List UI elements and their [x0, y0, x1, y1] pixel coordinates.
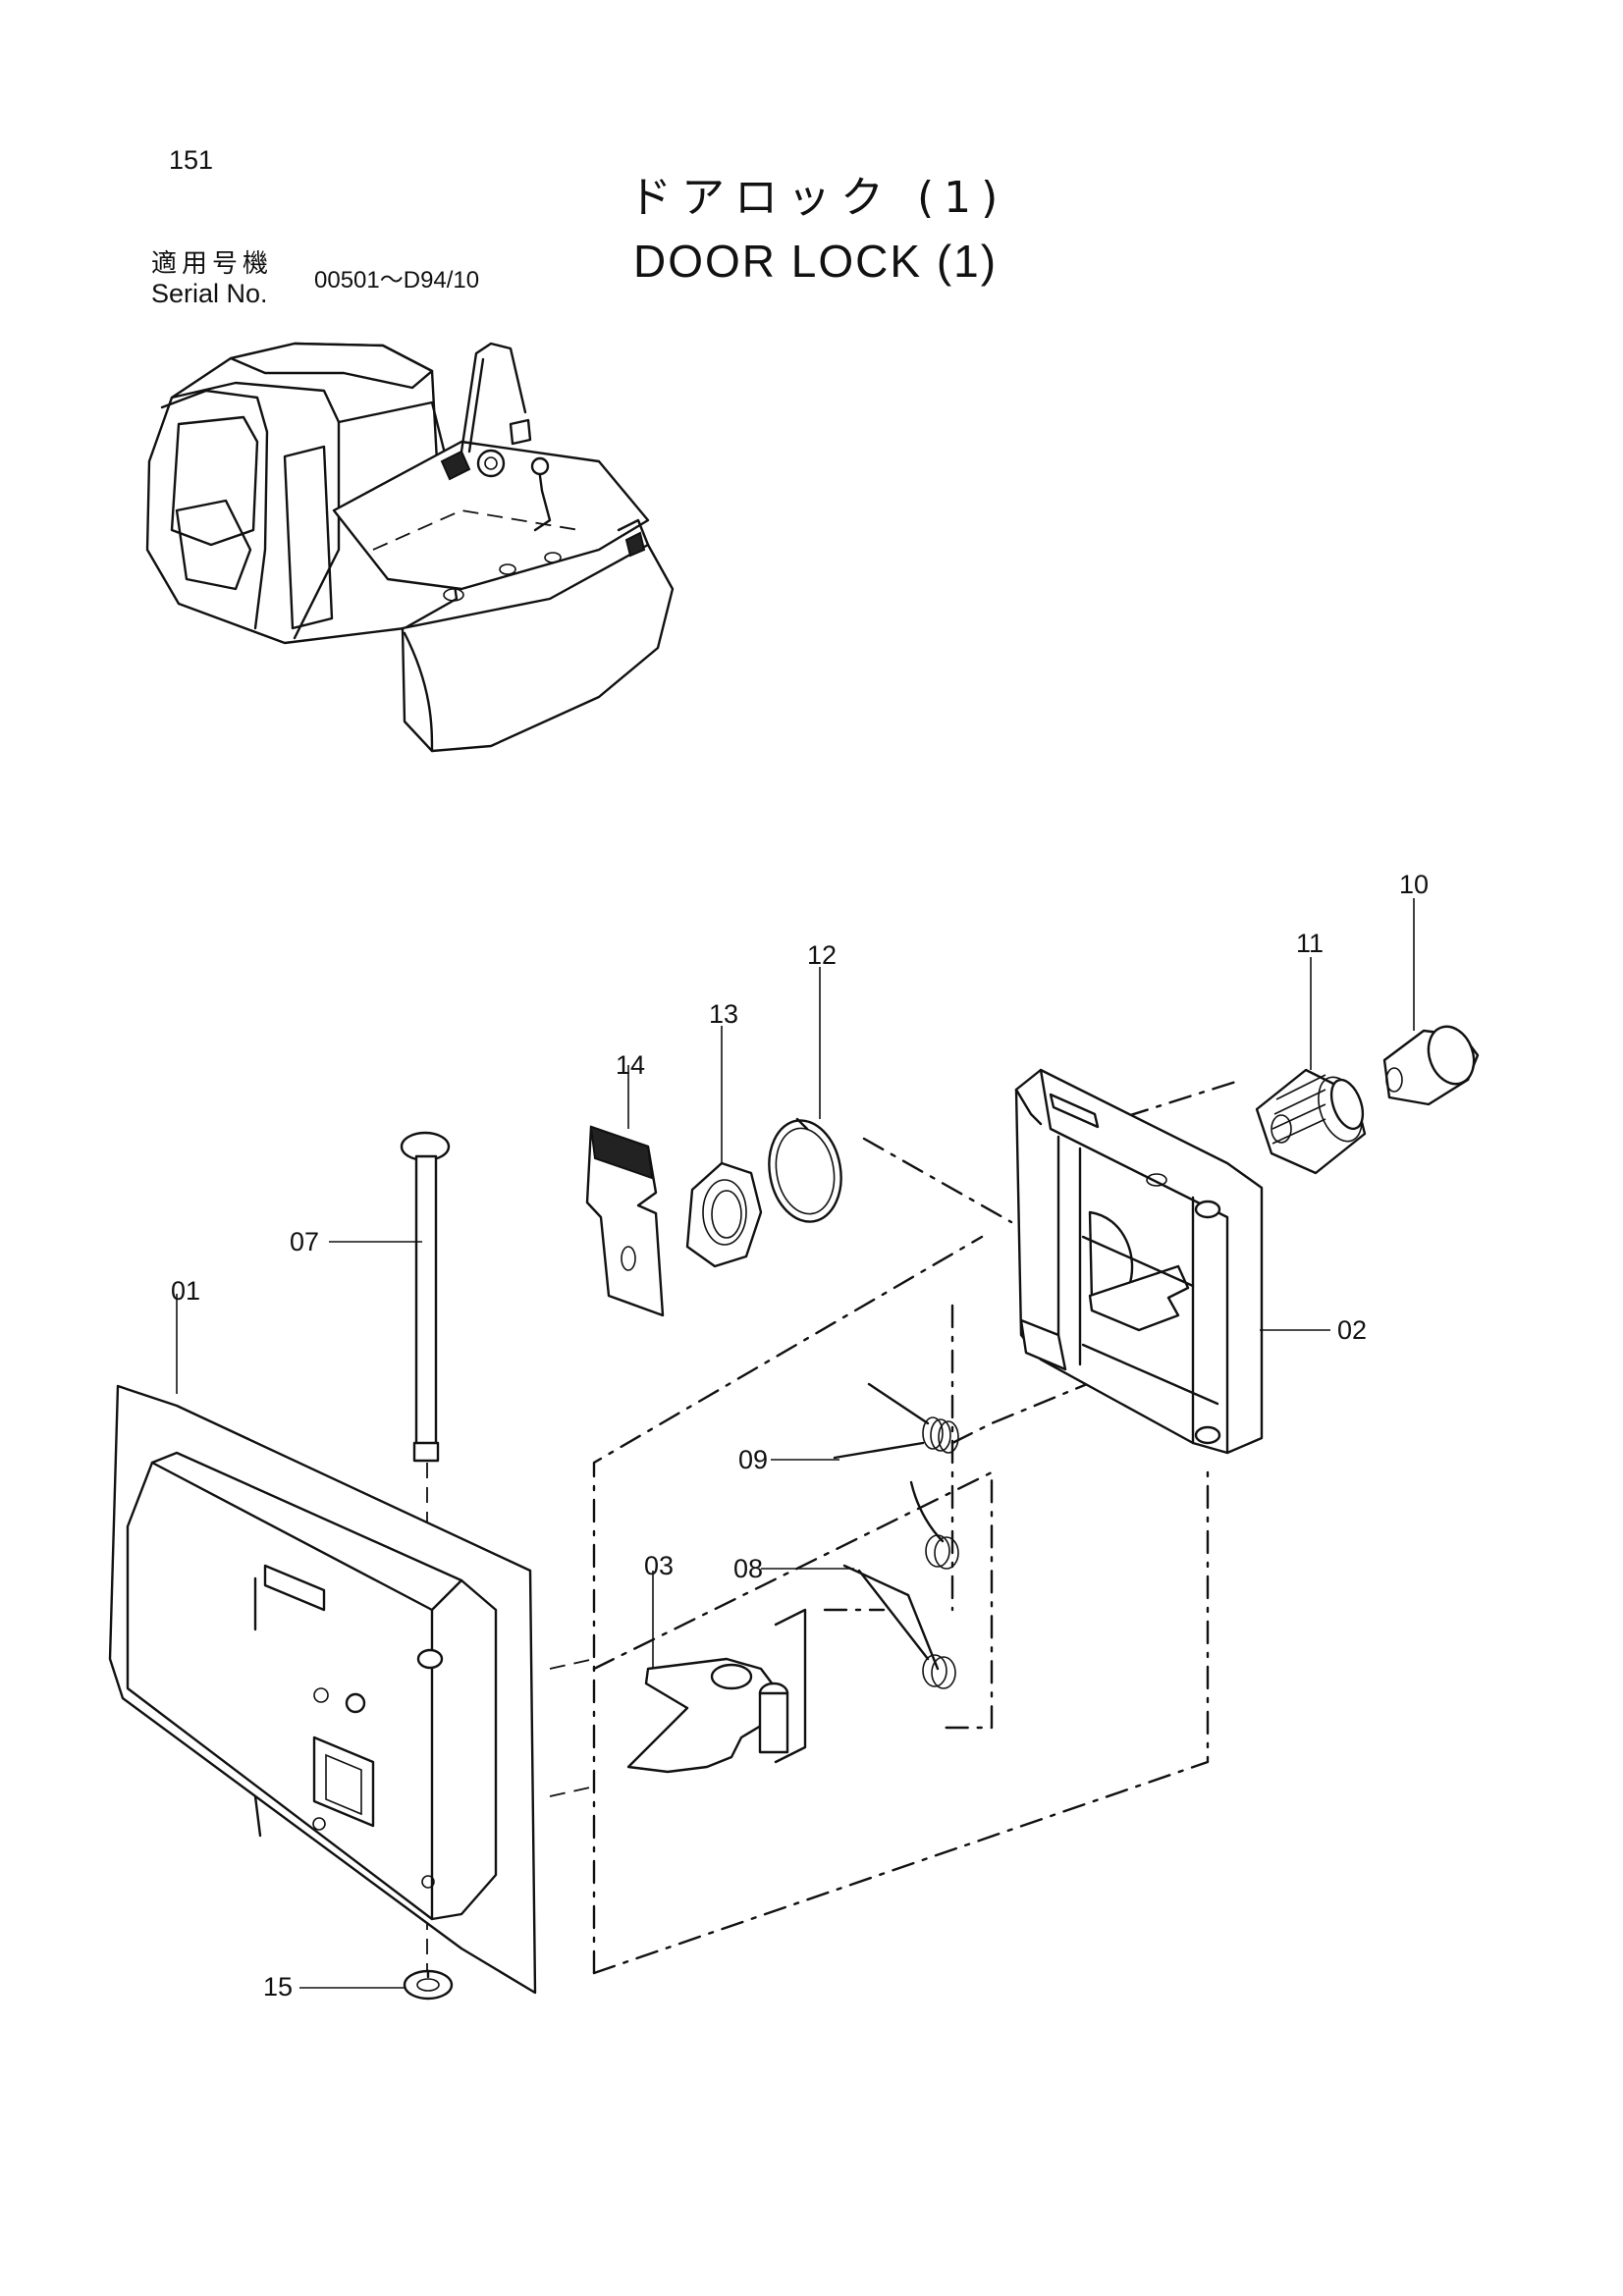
serial-range: 00501～D94/10	[314, 267, 480, 294]
page-title-japanese: ドアロック (1)	[628, 173, 1008, 223]
part-12-snap-ring	[768, 1117, 842, 1223]
callout-08: 08	[733, 1554, 764, 1583]
callout-11: 11	[1296, 929, 1325, 958]
part-07-pin	[400, 1131, 451, 1463]
part-15-clip	[403, 1969, 454, 2001]
part-13-nut	[685, 1161, 763, 1268]
part-02-latch-bracket	[1014, 1068, 1264, 1455]
callout-13: 13	[709, 999, 739, 1029]
part-01-cover-plate	[108, 1384, 537, 1995]
callout-09: 09	[738, 1445, 769, 1474]
callout-12: 12	[807, 940, 838, 970]
callout-03: 03	[644, 1551, 675, 1580]
page-number: 151	[169, 145, 214, 175]
callout-07: 07	[290, 1227, 320, 1256]
excavator-cab-overview-illustration	[145, 342, 675, 753]
part-08-spring	[842, 1480, 959, 1689]
callout-14: 14	[616, 1050, 646, 1080]
callout-02: 02	[1337, 1315, 1368, 1345]
callout-leaders	[176, 898, 1415, 1989]
serial-label-english: Serial No.	[151, 279, 268, 308]
part-03-latch-hook	[626, 1608, 807, 1774]
serial-label-japanese: 適用号機	[151, 249, 274, 279]
callout-10: 10	[1399, 870, 1430, 899]
part-10-knob	[1382, 1025, 1480, 1106]
part-14-striker-plate	[585, 1125, 665, 1317]
callout-01: 01	[171, 1276, 201, 1306]
callout-15: 15	[263, 1972, 294, 2002]
part-09-torsion-spring	[833, 1382, 959, 1460]
page-title-english: DOOR LOCK (1)	[633, 236, 999, 287]
part-11-bushing	[1255, 1068, 1367, 1175]
